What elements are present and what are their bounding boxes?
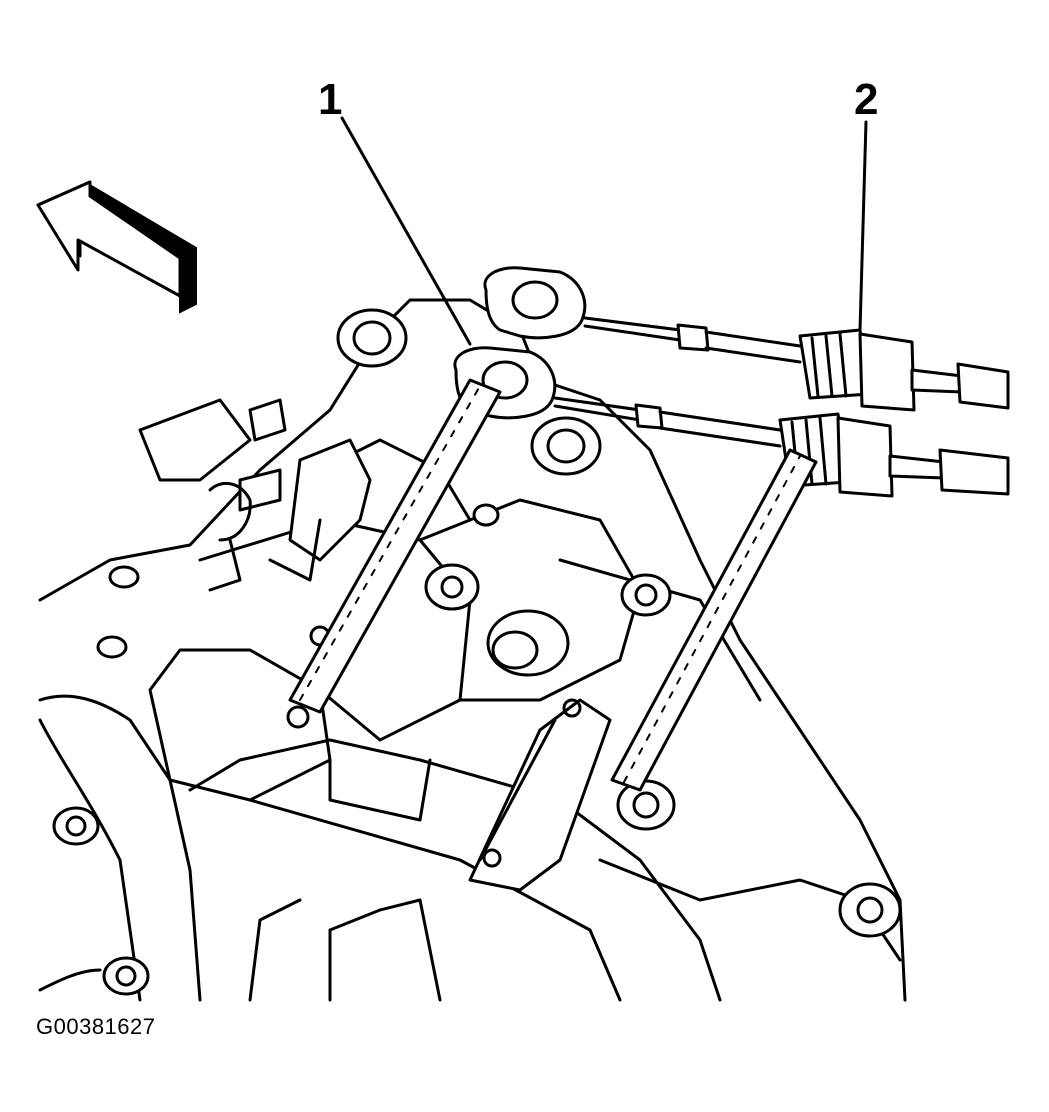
housing-bolt — [616, 779, 676, 831]
housing-bolt — [424, 563, 480, 611]
housing-bolt — [52, 806, 100, 846]
figure-id: G00381627 — [36, 1014, 156, 1039]
shift-cable-lower — [453, 346, 1010, 498]
shift-cable-upper — [483, 266, 1010, 412]
housing-bolt — [530, 416, 602, 476]
housing-bolt — [620, 573, 672, 617]
housing-bolt — [336, 308, 408, 368]
housing-bolt — [108, 565, 140, 589]
callout-2-leader — [858, 120, 868, 332]
front-direction-arrow-icon — [36, 180, 197, 314]
callout-1-label: 1 — [318, 75, 342, 124]
callout-1-leader — [340, 116, 472, 346]
transmission-sensor — [208, 398, 372, 592]
shift-lever-bracket — [468, 698, 612, 892]
housing-bolt — [96, 635, 128, 659]
housing-bolt — [486, 609, 570, 677]
housing-bolt — [472, 503, 500, 527]
callout-2-label: 2 — [854, 75, 878, 124]
housing-bolt — [102, 956, 150, 996]
cable-routing-lines — [288, 378, 818, 792]
housing-bolt — [838, 882, 902, 938]
